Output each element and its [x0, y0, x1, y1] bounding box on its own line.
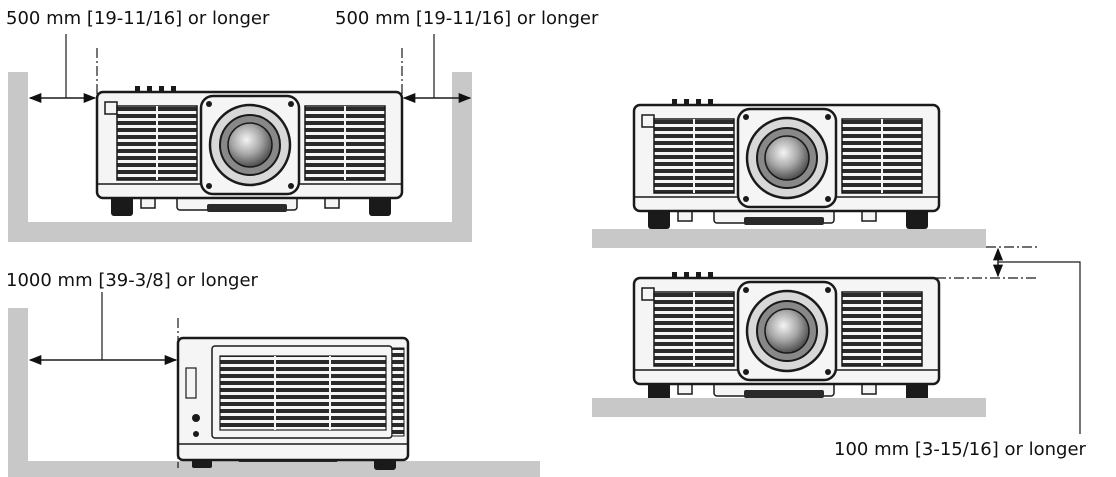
upper-shelf	[592, 229, 986, 248]
projector-upper	[632, 97, 941, 231]
rear-clearance-view	[8, 292, 540, 477]
left-clearance-label: 500 mm [19-11/16] or longer	[6, 8, 270, 29]
projector-front-view	[95, 84, 404, 218]
projector-lower	[632, 270, 941, 404]
side-clearance-view	[8, 34, 472, 242]
stacked-clearance-view	[592, 97, 1081, 434]
rear-clearance-label: 1000 mm [39-3/8] or longer	[6, 270, 258, 291]
right-clearance-label: 500 mm [19-11/16] or longer	[335, 8, 599, 29]
lower-shelf	[592, 398, 986, 417]
projector-side-view	[176, 336, 410, 472]
stack-gap-label: 100 mm [3-15/16] or longer	[834, 439, 1086, 460]
u-wall	[8, 72, 472, 242]
